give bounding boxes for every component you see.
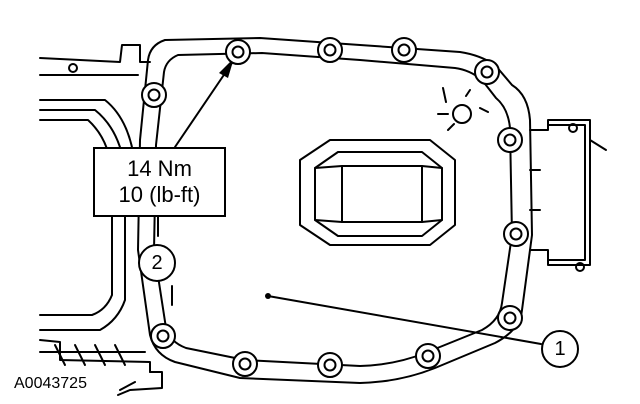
figure-id-leader-line (119, 381, 136, 391)
callout-1-leader-line (267, 295, 542, 345)
bolt-3 (391, 37, 417, 63)
bolt-11 (150, 323, 176, 349)
drain-plug (437, 87, 489, 131)
bolt-9 (317, 352, 343, 378)
bolt-1 (225, 39, 251, 65)
bolt-group (141, 37, 529, 378)
bolt-4 (474, 59, 500, 85)
right-bracket-structure (529, 119, 607, 272)
callout-1-number: 1 (554, 337, 566, 360)
torque-spec-box: 14 Nm 10 (lb-ft) (93, 147, 226, 217)
torque-arrow-head (219, 58, 234, 78)
torque-metric: 14 Nm (127, 156, 192, 181)
callout-1-leader-dot (265, 293, 271, 299)
bolt-10 (232, 351, 258, 377)
bolt-12 (141, 82, 167, 108)
torque-imperial: 10 (lb-ft) (118, 182, 201, 207)
bolt-2 (317, 37, 343, 63)
bolt-8 (415, 343, 441, 369)
bolt-7 (497, 305, 523, 331)
callout-2: 2 (138, 244, 176, 282)
bolt-5 (497, 127, 523, 153)
sump-recess-outer (299, 139, 456, 246)
sump-floor (341, 165, 423, 223)
bolt-6 (503, 221, 529, 247)
figure-id-label: A0043725 (14, 375, 87, 392)
callout-1: 1 (541, 330, 579, 368)
callout-2-number: 2 (151, 251, 163, 274)
